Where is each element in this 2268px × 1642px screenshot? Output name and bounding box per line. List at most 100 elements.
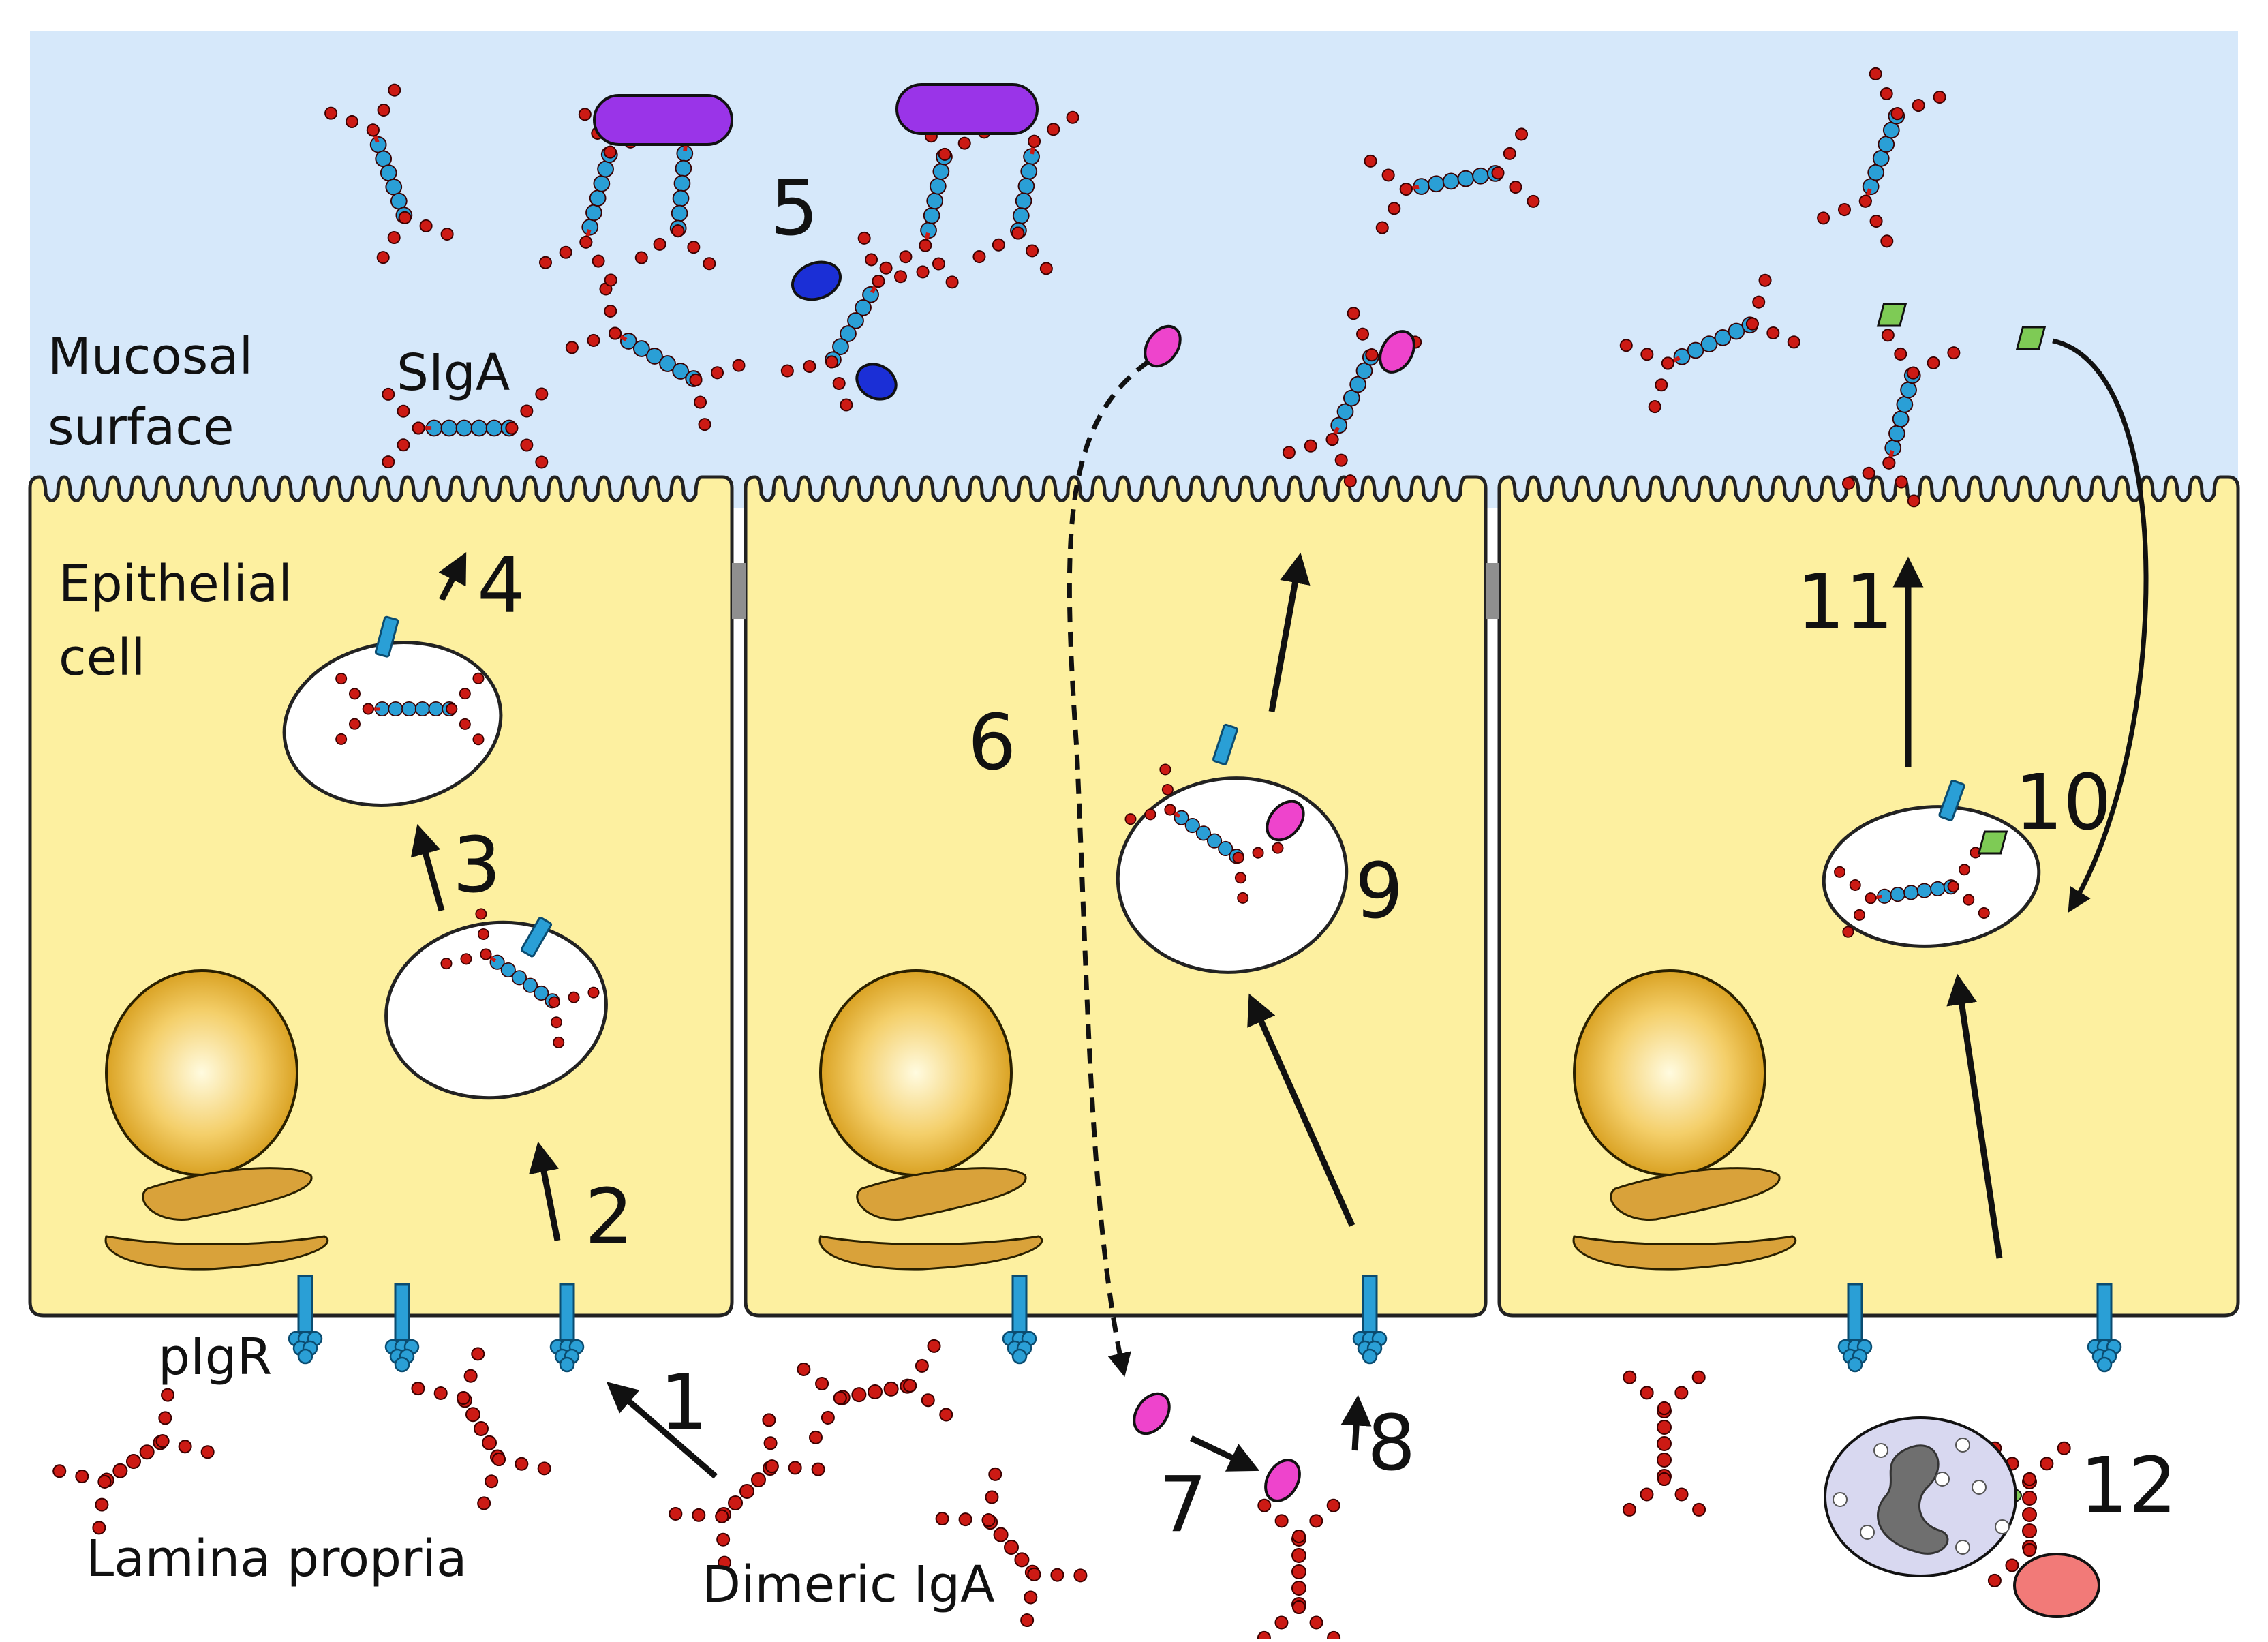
chain-domain [92,1521,106,1535]
label-lamina-propria: Lamina propria [86,1530,467,1588]
chain-domain [1947,881,1959,893]
chain-domain [161,1388,175,1402]
arrows [410,338,2149,1479]
chain-domain [492,1453,506,1467]
chain-domain [1869,214,1883,228]
chain-domain [1066,110,1079,124]
tight-junction [1486,563,1499,619]
chain-domain [382,387,395,401]
chain-domain [1020,1613,1035,1628]
chain-domain [1028,134,1041,148]
chain-domain [348,718,361,730]
chain-domain [520,404,534,418]
chain-domain [698,418,711,431]
chain-domain [472,733,485,746]
chain-domain [388,701,403,717]
dimeric-iga [52,1388,215,1535]
chain-domain [1858,194,1872,208]
chain-domain [1691,1370,1706,1384]
chain-domain [603,145,617,159]
pigr-fragment [374,615,399,658]
granule [1955,1438,1970,1453]
siga-in-vesicle [335,672,485,746]
chain-domain [671,204,688,222]
chain-domain [559,245,572,259]
chain-domain [139,1444,155,1460]
step-1: 1 [660,1358,708,1447]
organelles [104,969,1797,1271]
chain-domain [459,688,471,700]
chain-domain [957,136,971,150]
chain-domain [715,1509,729,1523]
chain-domain [335,733,348,745]
chain-domain [687,241,701,254]
chain-domain [1237,892,1249,904]
chain-domain [1895,475,1908,489]
chain-domain [673,174,691,192]
chain-domain [470,419,488,437]
chain-domain [732,359,746,372]
chain-domain [376,251,390,264]
chain-domain [387,231,401,245]
chain-domain [411,1382,425,1396]
chain-domain [398,211,412,224]
label-mucosal-line1: Mucosal [48,327,253,386]
chain-domain [446,703,458,715]
chain-domain [1161,783,1174,795]
chain-domain [2022,1491,2037,1506]
chain-domain [832,377,846,391]
chain-domain [857,231,871,245]
chain-domain [703,257,716,271]
granule [1873,1443,1888,1458]
chain-domain [1619,339,1633,352]
step-10: 10 [2014,759,2112,847]
chain-domain [1325,433,1339,446]
pigr-receptor [1002,1275,1037,1365]
chain-domain [1906,366,1920,380]
chain-domain [348,688,361,700]
chain-domain [397,438,410,452]
chain-domain [95,1497,109,1512]
chain-domain [578,108,592,121]
chain-domain [465,1407,480,1423]
label-epithelial-line1: Epithelial [59,555,292,613]
step-12: 12 [2080,1442,2177,1530]
golgi-cisterna [818,1235,1043,1271]
pigr-receptor [1837,1283,1873,1373]
dimeric-iga [1257,1498,1341,1642]
chain-domain [440,958,453,970]
arrow-endocytosis-2 [1946,973,2003,1259]
virus [1264,1459,1301,1502]
chain-domain [938,147,951,161]
chain-domain [158,1411,172,1425]
dimeric-iga [1622,1370,1706,1517]
chain-domain [916,265,930,279]
arrow-endocytosis [1247,993,1355,1227]
chain-domain [1257,1498,1272,1512]
chain-domain [927,1339,941,1353]
arrow-step-4 [438,552,467,602]
chain-domain [1304,439,1317,453]
chain-domain [803,360,816,374]
chain-domain [485,1474,499,1489]
chain-domain [653,237,666,251]
chain-domain [1758,273,1772,287]
pigr-domain [1847,1356,1863,1373]
dimeric-iga [797,1339,953,1444]
chain-domain [868,1384,883,1399]
pigr-stalk [297,1275,313,1333]
chain-domain [1292,1530,1306,1543]
chain-domain [1164,804,1176,816]
chain-domain [535,455,549,469]
antibodies [52,67,2072,1642]
chain-domain [1933,90,1946,104]
chain-domain [397,404,410,418]
chain-domain [1309,1514,1323,1528]
chain-domain [694,395,707,409]
chain-domain [1291,1564,1306,1579]
chain-domain [459,718,471,730]
golgi-cisterna [1610,1167,1781,1221]
chain-domain [825,355,839,369]
chain-domain [2023,1472,2036,1486]
